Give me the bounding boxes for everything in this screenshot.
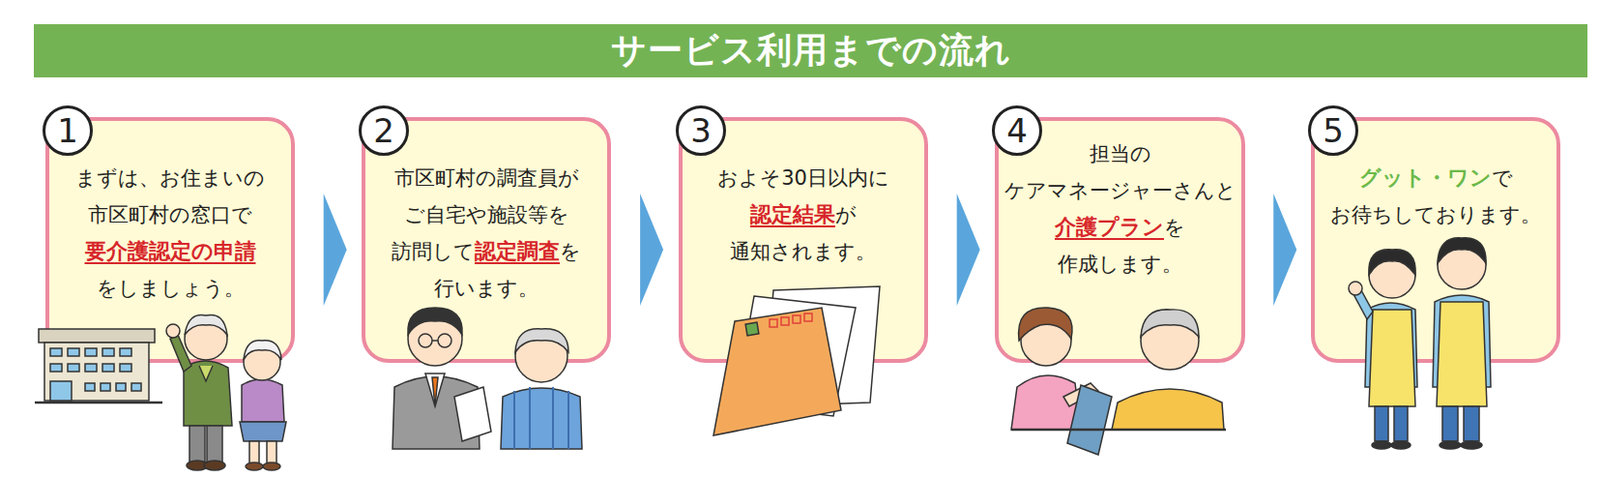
step-number-circle: 5 <box>1308 105 1359 156</box>
callout-number: 1 <box>57 114 79 147</box>
step-number-circle: 1 <box>42 105 93 156</box>
callout-number: 5 <box>1322 114 1344 147</box>
title-band: サービス利用までの流れ <box>33 24 1588 78</box>
step-text: 担当の ケアマネージャーさんと介護プランを 作成します。 <box>1002 120 1239 283</box>
step-number-circle: 4 <box>991 105 1043 156</box>
staff-woman <box>1348 249 1418 449</box>
step-text-part: 担当の ケアマネージャーさんと <box>1004 142 1237 203</box>
flow-arrow <box>1273 193 1297 306</box>
flow-arrow <box>957 193 981 306</box>
care-manager <box>1011 307 1112 455</box>
elderly-man <box>166 314 233 470</box>
emphasis-text: 介護プラン <box>1054 214 1164 239</box>
emphasis-text: グット・ワン <box>1359 165 1492 190</box>
step-number-circle: 2 <box>358 105 409 156</box>
step-text-part: およそ30日以内に <box>717 166 890 190</box>
step-text-part: をしましょう。 <box>96 276 245 300</box>
staff-man <box>1432 237 1491 449</box>
emphasis-text: 認定調査 <box>474 238 560 263</box>
step-number-circle: 3 <box>675 105 727 156</box>
callout-number: 2 <box>373 114 395 147</box>
elderly-woman <box>239 340 287 470</box>
flow-arrow <box>640 193 664 306</box>
step-text: まずは、お住まいの 市区町村の窓口で要介護認定の申請をしましょう。 <box>72 120 268 307</box>
step-text-part: まずは、お住まいの 市区町村の窓口で <box>75 166 265 227</box>
emphasis-text: 要介護認定の申請 <box>85 238 257 263</box>
callout-number: 3 <box>690 114 712 147</box>
emphasis-text: 認定結果 <box>750 202 836 227</box>
result-envelope <box>713 286 880 436</box>
step-box: 市区町村の調査員が ご自宅や施設等を 訪問して認定調査を 行います。2 <box>361 116 611 363</box>
title-text: サービス利用までの流れ <box>610 27 1012 75</box>
step-text: 市区町村の調査員が ご自宅や施設等を 訪問して認定調査を 行います。 <box>384 120 588 307</box>
flow-arrow <box>323 193 348 306</box>
city-hall-building <box>34 328 163 403</box>
step-text: グット・ワンで お待ちしております。 <box>1328 120 1544 233</box>
step-text: およそ30日以内に認定結果が 通知されます。 <box>707 120 899 270</box>
callout-number: 4 <box>1006 114 1028 147</box>
elderly-man-pajamas <box>500 328 582 449</box>
elderly-client <box>1011 309 1226 430</box>
inspector <box>392 307 492 449</box>
